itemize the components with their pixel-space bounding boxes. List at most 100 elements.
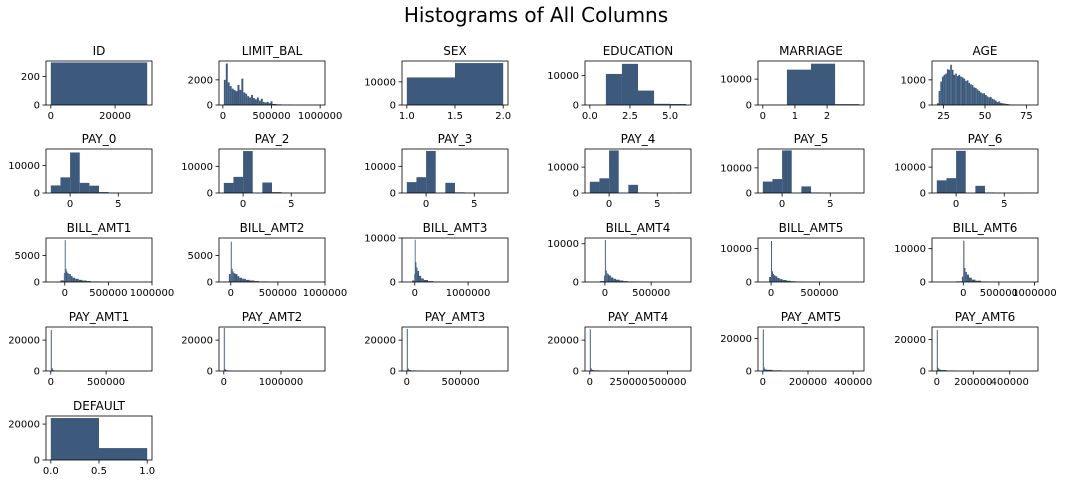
bill-amt6-bar-5 xyxy=(965,272,967,282)
id-bar-0 xyxy=(50,62,148,105)
pay-4-bar-1 xyxy=(599,178,610,193)
education-bar-1 xyxy=(605,73,622,105)
pay-amt4-xtick-label-0: 0 xyxy=(587,377,593,388)
default-xtick-label-1: 0.5 xyxy=(91,466,107,477)
age-bar-25 xyxy=(978,90,981,105)
age-bar-2 xyxy=(940,81,942,105)
bill-amt6-ytick-label-0: 0 xyxy=(920,278,926,289)
pay-6-bar-1 xyxy=(946,178,957,193)
default-title: DEFAULT xyxy=(73,399,126,413)
marriage-bar-1 xyxy=(786,69,811,105)
pay-amt5-bar-1 xyxy=(763,367,765,371)
bill-amt4-bar-8 xyxy=(610,277,614,282)
pay-3-ytick-label-1: 10000 xyxy=(364,162,396,173)
pay-3-bar-4 xyxy=(445,182,455,193)
bill-amt5-bar-1 xyxy=(769,277,772,282)
pay-4-bar-2 xyxy=(609,150,619,193)
pay-6-bar-4 xyxy=(975,185,985,193)
age-bar-7 xyxy=(948,69,951,105)
age-bar-9 xyxy=(951,69,954,105)
id-title: ID xyxy=(93,44,106,58)
age-bar-37 xyxy=(998,101,1000,105)
limit-bal-bar-2 xyxy=(227,82,230,105)
limit-bal-bar-12 xyxy=(247,96,250,105)
pay-6-title: PAY_6 xyxy=(968,132,1003,146)
bill-amt1-bar-3 xyxy=(64,240,66,282)
limit-bal-bar-22 xyxy=(266,101,269,105)
age-bar-16 xyxy=(963,78,966,105)
default-bar-1 xyxy=(99,448,148,460)
bill-amt4-bar-12 xyxy=(623,281,629,282)
bill-amt6-bar-3 xyxy=(963,240,965,282)
bill-amt1-ytick-label-0: 0 xyxy=(34,278,40,289)
bill-amt4-xtick-label-1: 500000 xyxy=(632,288,670,299)
bill-amt5-bar-7 xyxy=(777,278,780,282)
bill-amt6-bar-4 xyxy=(964,268,966,282)
default-ytick-label-0: 0 xyxy=(34,456,40,467)
age-bar-13 xyxy=(958,74,961,105)
age-bar-24 xyxy=(976,89,979,105)
age-bar-3 xyxy=(941,76,944,105)
bill-amt3-bar-8 xyxy=(421,278,424,282)
bill-amt5-bar-2 xyxy=(771,241,773,282)
bill-amt6-bar-6 xyxy=(966,274,969,282)
education-bar-5 xyxy=(670,104,687,105)
pay-amt5-xtick-label-2: 400000 xyxy=(834,377,872,388)
pay-amt2-bar-0 xyxy=(223,328,225,371)
pay-5-bar-0 xyxy=(762,181,773,193)
age-bar-22 xyxy=(973,87,976,105)
pay-2-bar-0 xyxy=(223,182,234,193)
bill-amt1-bar-10 xyxy=(72,277,76,282)
sex-bar-1 xyxy=(455,63,504,105)
id-ytick-label-0: 0 xyxy=(34,101,40,112)
age-bar-12 xyxy=(956,76,959,105)
limit-bal-bar-17 xyxy=(256,97,259,105)
marriage-xtick-label-2: 2 xyxy=(824,111,830,122)
bill-amt2-bar-7 xyxy=(235,274,238,282)
limit-bal-bar-21 xyxy=(264,102,267,105)
limit-bal-bar-13 xyxy=(249,97,252,105)
limit-bal-bar-3 xyxy=(229,86,232,105)
limit-bal-bar-18 xyxy=(258,100,261,105)
bill-amt6-xtick-label-0: 0 xyxy=(960,288,966,299)
bill-amt2-bar-1 xyxy=(228,274,231,282)
pay-4-axes xyxy=(584,148,692,194)
pay-0-xtick-label-0: 0 xyxy=(67,199,73,210)
pay-amt6-bar-0 xyxy=(936,330,938,371)
bill-amt2-bar-2 xyxy=(230,241,232,282)
age-bar-8 xyxy=(950,64,952,105)
id-axes xyxy=(45,60,153,106)
bill-amt1-bar-4 xyxy=(65,268,67,282)
bill-amt3-xtick-label-0: 0 xyxy=(412,288,418,299)
education-ytick-label-0: 0 xyxy=(573,101,579,112)
age-bar-38 xyxy=(999,102,1002,105)
bill-amt2-bar-12 xyxy=(249,280,255,282)
marriage-xtick-label-0: 0 xyxy=(760,111,766,122)
pay-amt5-bar-0 xyxy=(762,329,764,371)
limit-bal-bar-11 xyxy=(245,93,248,105)
bill-amt2-bar-11 xyxy=(245,279,250,282)
bill-amt5-bar-4 xyxy=(773,274,774,282)
bill-amt4-bar-10 xyxy=(616,279,620,282)
pay-4-xtick-label-0: 0 xyxy=(606,199,612,210)
limit-bal-bar-6 xyxy=(235,91,238,105)
bill-amt3-xtick-label-1: 1000000 xyxy=(446,288,491,299)
bill-amt2-title: BILL_AMT2 xyxy=(240,221,305,235)
limit-bal-bar-24 xyxy=(270,101,273,105)
age-bar-42 xyxy=(1006,103,1009,105)
bill-amt2-bar-8 xyxy=(237,276,240,282)
marriage-title: MARRIAGE xyxy=(779,44,843,58)
bill-amt3-bar-7 xyxy=(419,275,422,282)
education-xtick-label-0: 0.0 xyxy=(582,111,598,122)
pay-4-title: PAY_4 xyxy=(621,132,656,146)
pay-amt3-bar-1 xyxy=(407,368,409,371)
limit-bal-bar-19 xyxy=(260,98,263,105)
bill-amt6-bar-2 xyxy=(961,276,964,282)
pay-3-axes xyxy=(401,148,509,194)
bill-amt4-bar-3 xyxy=(604,239,606,282)
